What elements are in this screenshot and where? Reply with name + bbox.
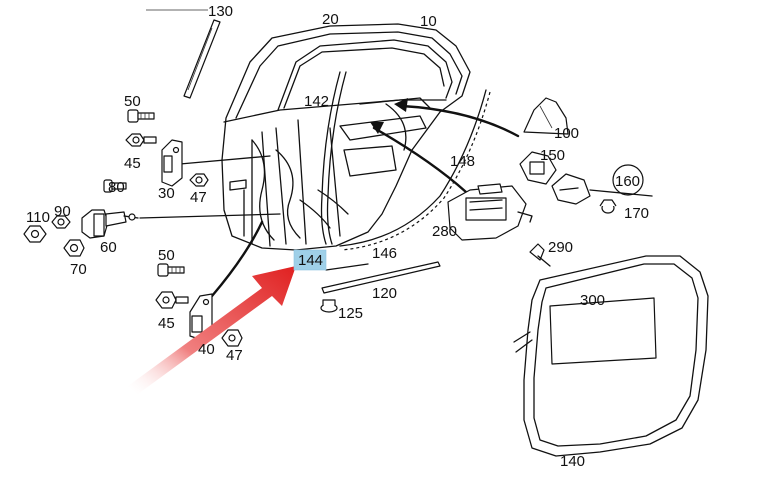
part-45-bolt-lower bbox=[155, 291, 189, 309]
label-10: 10 bbox=[420, 13, 437, 30]
part-47-nut-lower bbox=[221, 329, 243, 347]
part-110-nut bbox=[23, 225, 47, 243]
label-45-lower: 45 bbox=[158, 315, 175, 332]
part-125-clip bbox=[320, 299, 338, 313]
part-30-upper-hinge bbox=[161, 139, 183, 187]
label-120: 120 bbox=[372, 285, 397, 302]
label-45-upper: 45 bbox=[124, 155, 141, 172]
part-170-screw bbox=[599, 199, 617, 214]
leader-lines bbox=[139, 9, 520, 298]
part-290-clip bbox=[529, 243, 551, 267]
label-100: 100 bbox=[554, 125, 579, 142]
label-40: 40 bbox=[198, 341, 215, 358]
label-80: 80 bbox=[108, 179, 125, 196]
part-70-nut bbox=[63, 239, 85, 257]
label-300: 300 bbox=[580, 292, 605, 309]
part-80-bolt bbox=[103, 179, 127, 193]
part-146-trim bbox=[325, 263, 369, 271]
part-45-bolt-upper bbox=[125, 133, 157, 147]
part-280-lock-module bbox=[447, 183, 533, 241]
label-30: 30 bbox=[158, 185, 175, 202]
label-47-lower: 47 bbox=[226, 347, 243, 364]
door-shell bbox=[221, 23, 471, 251]
part-labels: 130 20 10 142 148 50 45 30 47 80 110 90 … bbox=[26, 3, 649, 470]
label-70: 70 bbox=[70, 261, 87, 278]
label-142: 142 bbox=[304, 93, 329, 110]
part-47-nut-upper bbox=[189, 173, 209, 187]
part-100-cap bbox=[523, 97, 569, 135]
part-160-housing bbox=[551, 164, 653, 205]
label-280: 280 bbox=[432, 223, 457, 240]
part-148-seal-strip bbox=[339, 89, 491, 251]
red-pointer-arrow bbox=[128, 266, 296, 394]
label-90: 90 bbox=[54, 203, 71, 220]
label-130: 130 bbox=[208, 3, 233, 20]
part-150-bracket bbox=[519, 151, 557, 185]
label-60: 60 bbox=[100, 239, 117, 256]
part-90-nut bbox=[51, 215, 71, 229]
part-142-vertical-seal bbox=[320, 71, 347, 245]
label-50-upper: 50 bbox=[124, 93, 141, 110]
label-290: 290 bbox=[548, 239, 573, 256]
part-120-bottom-seal bbox=[321, 261, 441, 294]
part-50-bolt-lower bbox=[157, 263, 185, 277]
part-300-foil bbox=[549, 297, 657, 365]
label-20: 20 bbox=[322, 11, 339, 28]
label-140: 140 bbox=[560, 453, 585, 470]
label-144: 144 bbox=[298, 252, 323, 269]
highlight-box-144 bbox=[293, 249, 327, 271]
label-47-upper: 47 bbox=[190, 189, 207, 206]
part-50-bolt-upper bbox=[127, 109, 155, 123]
label-150: 150 bbox=[540, 147, 565, 164]
label-146: 146 bbox=[372, 245, 397, 262]
label-160: 160 bbox=[615, 173, 640, 190]
label-148: 148 bbox=[450, 153, 475, 170]
label-170: 170 bbox=[624, 205, 649, 222]
part-60-door-check bbox=[81, 209, 139, 239]
part-140-weatherstrip bbox=[513, 255, 709, 457]
label-110: 110 bbox=[26, 209, 50, 226]
label-50-lower: 50 bbox=[158, 247, 175, 264]
part-130-trim-strip bbox=[183, 19, 221, 99]
label-125: 125 bbox=[338, 305, 363, 322]
